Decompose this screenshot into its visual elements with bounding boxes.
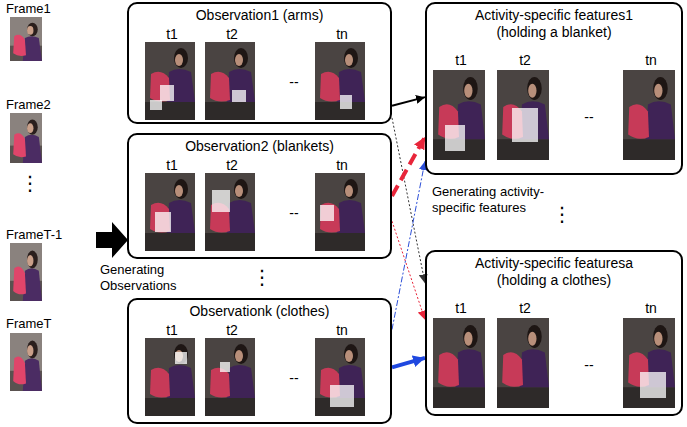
continuation-dots: ⋮: [20, 172, 40, 194]
frame-photo: [10, 17, 42, 61]
connector-arrow: [392, 118, 425, 283]
text-label: FrameT: [6, 316, 52, 332]
frame-photo: [10, 333, 42, 391]
ellipsis-mark: --: [584, 109, 593, 126]
ellipsis-mark: --: [289, 205, 298, 222]
connector-arrow: [392, 161, 425, 329]
time-label: tn: [645, 52, 657, 69]
time-label: t1: [166, 157, 178, 174]
feature-box: Activity-specific features1 (holding a b…: [425, 2, 683, 175]
text-label: Frame2: [6, 97, 51, 113]
feature-box: Activity-specific featuresa (holding a c…: [425, 250, 683, 416]
ellipsis-mark: --: [289, 74, 298, 91]
frame-photo: [10, 113, 42, 163]
time-label: t1: [455, 300, 467, 317]
text-label: Generating activity-specific features: [432, 184, 544, 216]
continuation-dots: ⋮: [252, 266, 272, 288]
time-label: t2: [226, 26, 238, 43]
feature-thumbnails: [433, 70, 675, 408]
box-title: Observationk (clothes): [129, 303, 390, 320]
time-label: tn: [336, 322, 348, 339]
time-label: tn: [645, 300, 657, 317]
block-arrow: [96, 222, 128, 258]
box-title: Observation1 (arms): [129, 7, 390, 24]
box-title: Observation2 (blankets): [129, 138, 390, 155]
time-label: t2: [226, 157, 238, 174]
text-label: FrameT-1: [6, 227, 62, 243]
time-label: t1: [455, 52, 467, 69]
observation-thumbnails: [145, 42, 365, 416]
continuation-dots: ⋮: [552, 203, 572, 225]
observation-box: Observationk (clothes) t1 t2 -- tn: [127, 298, 392, 424]
ellipsis-mark: --: [584, 357, 593, 374]
text-label: Generating Observations: [100, 262, 192, 294]
time-label: t1: [166, 322, 178, 339]
time-label: t1: [166, 26, 178, 43]
time-label: t2: [519, 52, 531, 69]
frame-photo: [10, 243, 42, 301]
time-label: tn: [336, 26, 348, 43]
box-title: Activity-specific features1 (holding a b…: [427, 7, 681, 41]
observation-box: Observation1 (arms) t1 t2 -- tn: [127, 2, 392, 124]
connector-arrow: [392, 358, 425, 367]
observation-box: Observation2 (blankets) t1 t2 -- tn: [127, 133, 392, 259]
ellipsis-mark: --: [289, 370, 298, 387]
connector-arrow: [392, 97, 425, 106]
time-label: t2: [226, 322, 238, 339]
time-label: tn: [336, 157, 348, 174]
text-label: Frame1: [6, 1, 51, 17]
box-title: Activity-specific featuresa (holding a c…: [427, 255, 681, 289]
time-label: t2: [519, 300, 531, 317]
